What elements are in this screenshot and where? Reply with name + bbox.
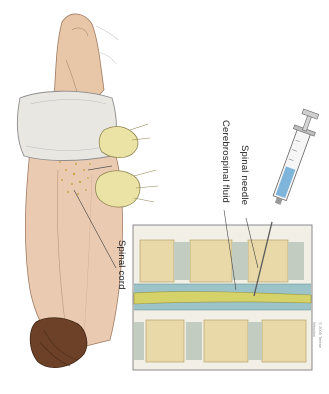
glove-lower	[96, 171, 141, 207]
spine-inset	[133, 225, 312, 370]
label-cerebrospinal-fluid: Cerebrospinal fluid	[220, 120, 231, 203]
credit-line-1: © 2005 Terese	[318, 322, 323, 348]
credit-line-2: Winslow	[312, 322, 317, 337]
patient-hair	[30, 318, 87, 368]
label-spinal-cord: Spinal cord	[116, 240, 127, 290]
label-spinal-needle: Spinal needle	[239, 145, 250, 205]
vertebrae-upper	[140, 240, 304, 282]
glove-upper	[99, 127, 138, 158]
vertebrae-lower	[134, 320, 306, 362]
